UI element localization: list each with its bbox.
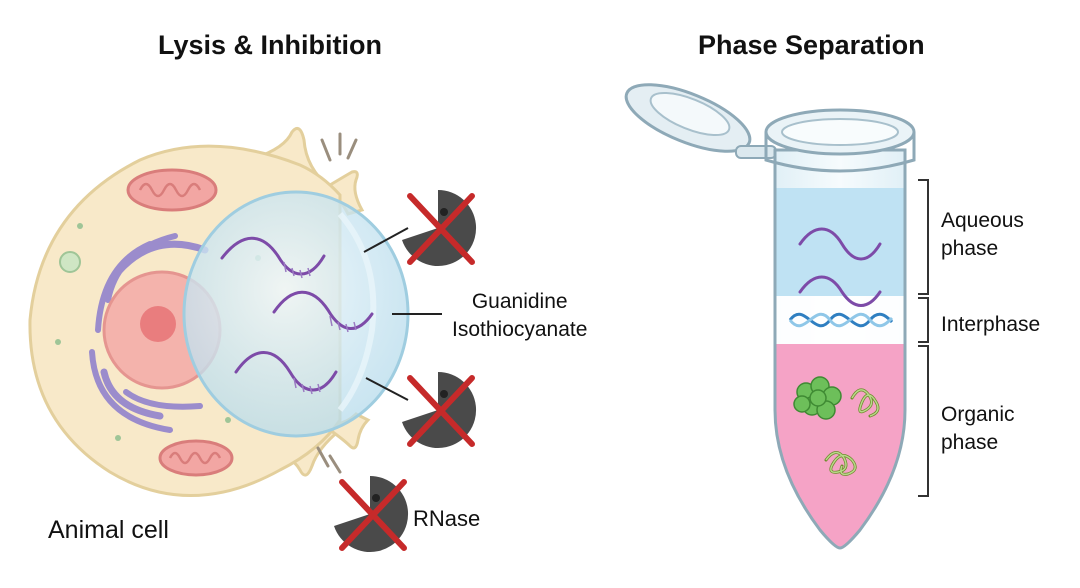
bracket-aqueous xyxy=(918,179,929,295)
rna-strand xyxy=(798,275,882,307)
vesicle-dot xyxy=(225,417,231,423)
phase-brackets xyxy=(918,179,929,497)
nucleolus xyxy=(140,306,176,342)
label-organic-line1: Organic xyxy=(941,403,1015,426)
cross-icon xyxy=(407,193,475,265)
vesicle-dot xyxy=(55,339,61,345)
microcentrifuge-tube xyxy=(624,83,929,550)
protein-cluster xyxy=(793,376,842,420)
vesicle xyxy=(59,251,81,273)
vesicle-dot xyxy=(77,223,83,229)
tube-collar xyxy=(764,132,916,173)
label-organic-phase: Organic phase xyxy=(941,401,1015,457)
cross-icon xyxy=(339,479,407,551)
label-guanidine-line1: Guanidine xyxy=(471,290,568,313)
label-aqueous-phase: Aqueous phase xyxy=(941,207,1024,263)
label-interphase: Interphase xyxy=(941,313,1041,336)
mitochondrion-bottom xyxy=(158,439,234,477)
bracket-interphase xyxy=(918,297,929,343)
rnase-enzyme-blocked xyxy=(402,371,477,448)
interphase-layer xyxy=(775,296,905,344)
rnase-enzyme-blocked xyxy=(334,475,409,552)
rna-strand xyxy=(272,290,374,330)
rna-bases xyxy=(283,261,357,395)
tube-outline xyxy=(773,148,907,550)
dna-helix xyxy=(788,312,894,328)
rna-strand xyxy=(220,236,326,276)
rna-strand xyxy=(234,351,338,392)
rnase-enzyme-blocked xyxy=(402,189,477,266)
label-rnase: RNase xyxy=(413,506,481,531)
bubble-highlight xyxy=(337,212,377,412)
vesicle-dot xyxy=(115,435,121,441)
mitochondrion-top xyxy=(126,168,218,212)
pointer-lines xyxy=(363,227,442,401)
label-guanidine-line2: Isothiocyanate xyxy=(452,318,588,341)
rna-strands-aqueous xyxy=(798,227,882,307)
title-lysis-inhibition: Lysis & Inhibition xyxy=(158,30,383,60)
cross-icon xyxy=(407,375,475,447)
label-aqueous-line1: Aqueous xyxy=(941,209,1024,232)
bracket-organic xyxy=(918,345,929,497)
label-organic-line2: phase xyxy=(941,431,999,454)
rna-strands xyxy=(220,236,374,392)
rna-strand xyxy=(798,227,882,261)
label-aqueous-line2: phase xyxy=(941,237,999,260)
label-animal-cell: Animal cell xyxy=(48,516,169,544)
protein-coil-fill xyxy=(825,389,879,476)
endoplasmic-reticulum xyxy=(89,233,209,433)
label-guanidine-isothiocyanate: Guanidine Isothiocyanate xyxy=(452,288,587,344)
tube-opening xyxy=(781,118,899,146)
title-phase-separation: Phase Separation xyxy=(698,30,925,60)
tube-lid xyxy=(624,83,777,159)
burst-marks xyxy=(316,132,358,474)
